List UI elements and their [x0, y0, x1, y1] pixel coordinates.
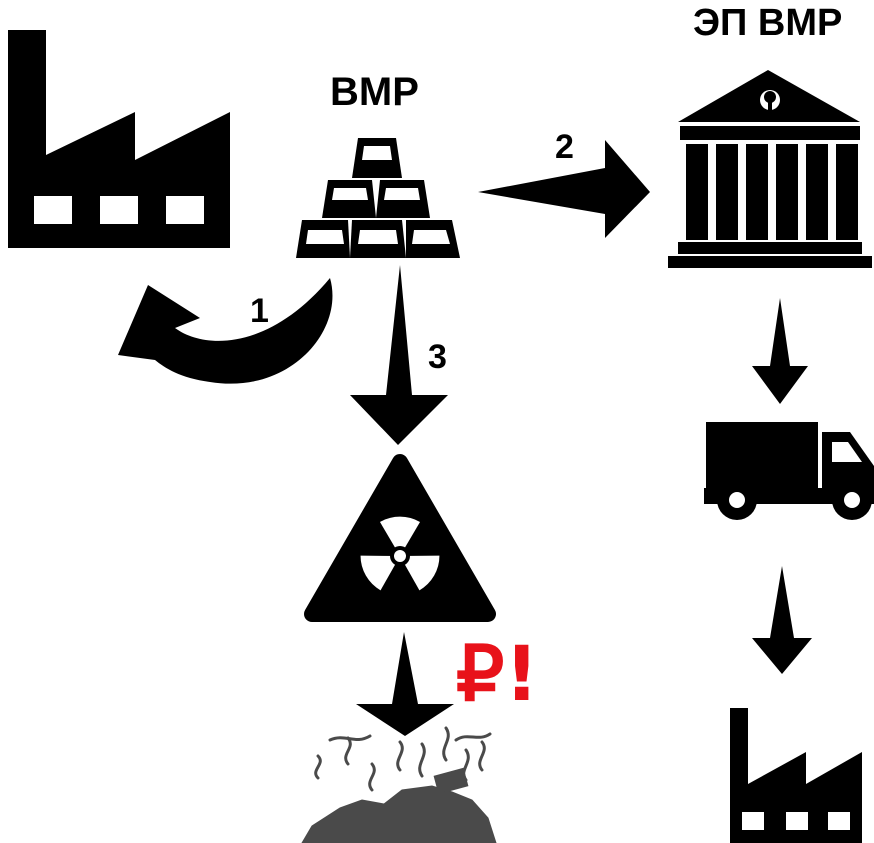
route-3-label: 3 [428, 338, 447, 376]
arrow-to-landfill [356, 632, 454, 736]
factory-icon [8, 30, 230, 248]
gold-bars-icon [296, 138, 460, 258]
arrow-route-2 [478, 140, 650, 238]
ruble-sign: ₽ [456, 632, 505, 717]
vmr-label: ВМР [330, 70, 419, 114]
exclamation-icon: ! [504, 629, 540, 718]
ep-vmr-label: ЭП ВМР [693, 2, 843, 44]
bank-building-icon [668, 70, 872, 268]
arrow-to-factory [752, 566, 812, 674]
radiation-icon [304, 454, 496, 622]
arrow-route-3 [350, 265, 448, 445]
route-1-label: 1 [250, 292, 269, 330]
route-2-label: 2 [555, 128, 574, 166]
penalty-mark: ₽! [456, 636, 539, 713]
arrow-route-1 [118, 278, 333, 384]
landfill-icon [301, 726, 497, 843]
truck-icon [704, 422, 874, 520]
factory-icon-destination [730, 708, 862, 843]
arrow-to-truck [752, 298, 808, 404]
